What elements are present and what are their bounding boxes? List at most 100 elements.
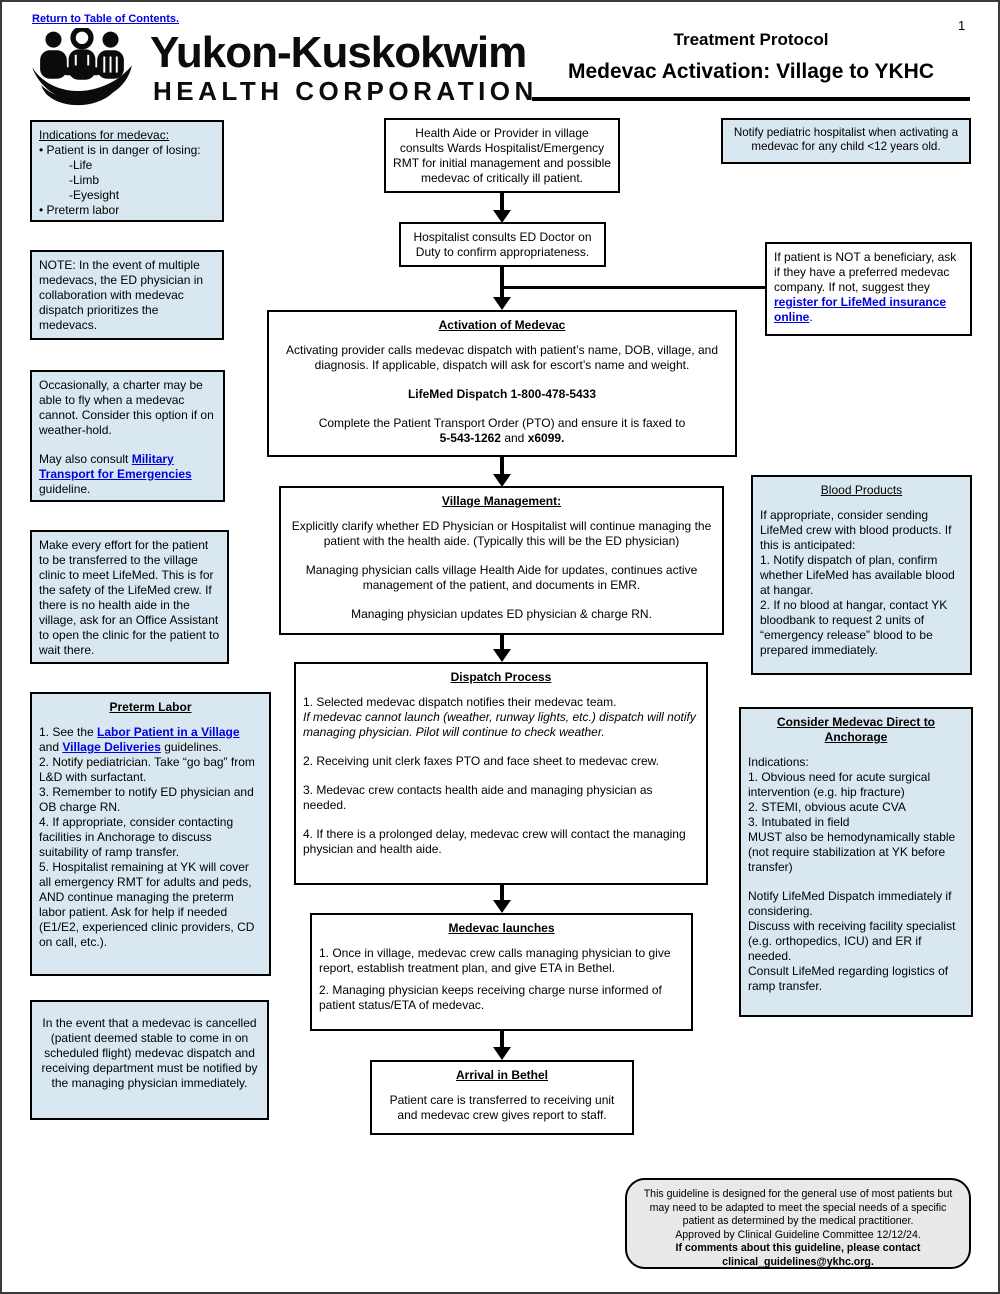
cancelled-text: In the event that a medevac is cancelled… bbox=[41, 1016, 258, 1090]
village-management-p1: Explicitly clarify whether ED Physician … bbox=[291, 519, 712, 548]
pediatric-text: Notify pediatric hospitalist when activa… bbox=[733, 126, 959, 154]
village-management-p3: Managing physician updates ED physician … bbox=[351, 607, 652, 621]
preterm-item-1-post: guidelines. bbox=[160, 740, 222, 754]
flow-branch-to-beneficiary bbox=[502, 286, 765, 289]
preterm-labor-title: Preterm Labor bbox=[109, 700, 192, 714]
guideline-disclaimer-box: This guideline is designed for the gener… bbox=[625, 1178, 971, 1269]
arrival-text: Patient care is transferred to receiving… bbox=[389, 1093, 615, 1122]
indication-line: • Preterm labor bbox=[39, 203, 120, 217]
charter-text: Occasionally, a charter may be able to f… bbox=[39, 378, 214, 437]
flow-node-dispatch-process: Dispatch Process 1. Selected medevac dis… bbox=[294, 662, 708, 885]
dispatch-item-2: 2. Receiving unit clerk faxes PTO and fa… bbox=[303, 754, 659, 768]
dispatch-item-4: 4. If there is a prolonged delay, medeva… bbox=[303, 827, 686, 856]
medevac-launches-title: Medevac launches bbox=[448, 921, 555, 935]
flow-node-arrival-bethel: Arrival in Bethel Patient care is transf… bbox=[370, 1060, 634, 1135]
org-name: Yukon-Kuskokwim bbox=[150, 28, 527, 77]
charter-consult-post: guideline. bbox=[39, 482, 91, 496]
fax-extension: x6099. bbox=[527, 431, 565, 445]
org-subname: HEALTH CORPORATION bbox=[153, 76, 538, 106]
multiple-medevacs-note-box: NOTE: In the event of multiple medevacs,… bbox=[30, 250, 224, 340]
note-text: NOTE: In the event of multiple medevacs,… bbox=[39, 258, 204, 332]
indication-line: -Eyesight bbox=[69, 188, 120, 202]
blood-products-title: Blood Products bbox=[820, 483, 903, 497]
flow-arrow-5-line bbox=[500, 885, 504, 901]
flow-node-village-management: Village Management: Explicitly clarify w… bbox=[279, 486, 724, 635]
village-management-title: Village Management: bbox=[441, 494, 562, 508]
contact-text: If comments about this guideline, please… bbox=[675, 1242, 921, 1268]
activation-p1: Activating provider calls medevac dispat… bbox=[286, 343, 718, 372]
anchorage-discuss: Discuss with receiving facility speciali… bbox=[748, 919, 956, 963]
transfer-text: Make every effort for the patient to be … bbox=[39, 538, 220, 657]
flow-arrow-2-line bbox=[500, 267, 504, 298]
launches-item-2: 2. Managing physician keeps receiving ch… bbox=[319, 983, 662, 1012]
blood-p3: 2. If no blood at hangar, contact YK blo… bbox=[760, 598, 948, 657]
flow-arrow-3-head bbox=[493, 474, 511, 487]
arrival-bethel-title: Arrival in Bethel bbox=[455, 1068, 549, 1082]
ykhc-logo-icon bbox=[28, 26, 136, 110]
flow-arrow-4-head bbox=[493, 649, 511, 662]
anchorage-ind-3: 3. Intubated in field bbox=[748, 815, 850, 829]
return-to-toc-link[interactable]: Return to Table of Contents. bbox=[32, 13, 180, 25]
anchorage-indications-label: Indications: bbox=[748, 755, 809, 769]
activation-p3: Complete the Patient Transport Order (PT… bbox=[276, 416, 728, 446]
anchorage-must-note: MUST also be hemodynamically stable (not… bbox=[748, 830, 956, 874]
dispatch-process-title: Dispatch Process bbox=[450, 670, 552, 684]
protocol-label: Treatment Protocol bbox=[673, 30, 829, 49]
pediatric-hospitalist-box: Notify pediatric hospitalist when activa… bbox=[721, 118, 971, 164]
flow-arrow-5-head bbox=[493, 900, 511, 913]
medevac-direct-anchorage-box: Consider Medevac Direct to Anchorage Ind… bbox=[739, 707, 973, 1017]
flow-arrow-6-head bbox=[493, 1047, 511, 1060]
preterm-item-4: 4. If appropriate, consider contacting f… bbox=[39, 815, 234, 859]
charter-consult-text: May also consult Military Transport for … bbox=[39, 452, 216, 497]
preterm-item-1-mid: and bbox=[39, 740, 63, 754]
hospitalist-consult-text: Hospitalist consults ED Doctor on Duty t… bbox=[413, 230, 592, 259]
dispatch-item-1-note: If medevac cannot launch (weather, runwa… bbox=[303, 710, 696, 739]
activation-p3-mid: and bbox=[500, 431, 528, 445]
approval-text: Approved by Clinical Guideline Committee… bbox=[675, 1228, 921, 1241]
indication-line: • Patient is in danger of losing: bbox=[39, 143, 201, 157]
anchorage-title: Consider Medevac Direct to Anchorage bbox=[776, 715, 936, 744]
military-transport-link[interactable]: Military Transport for Emergencies bbox=[39, 452, 192, 481]
beneficiary-text-pre: If patient is NOT a beneficiary, ask if … bbox=[774, 250, 957, 294]
village-deliveries-link[interactable]: Village Deliveries bbox=[62, 740, 161, 754]
launches-item-1: 1. Once in village, medevac crew calls m… bbox=[319, 946, 671, 975]
dispatch-item-3: 3. Medevac crew contacts health aide and… bbox=[303, 783, 653, 812]
labor-patient-village-link[interactable]: Labor Patient in a Village bbox=[97, 725, 240, 739]
indication-line: -Life bbox=[69, 158, 93, 172]
blood-p2: 1. Notify dispatch of plan, confirm whet… bbox=[760, 553, 955, 597]
preterm-item-3: 3. Remember to notify ED physician and O… bbox=[39, 785, 254, 814]
beneficiary-text-post: . bbox=[809, 310, 813, 324]
activation-p3-pre: Complete the Patient Transport Order (PT… bbox=[318, 416, 686, 430]
village-management-p2: Managing physician calls village Health … bbox=[305, 563, 698, 592]
anchorage-notify: Notify LifeMed Dispatch immediately if c… bbox=[748, 889, 952, 918]
preterm-labor-box: Preterm Labor 1. See the Labor Patient i… bbox=[30, 692, 271, 976]
flow-node-medevac-launches: Medevac launches 1. Once in village, med… bbox=[310, 913, 693, 1031]
disclaimer-text: This guideline is designed for the gener… bbox=[643, 1188, 953, 1228]
flow-arrow-6-line bbox=[500, 1031, 504, 1048]
header-title-block: Treatment Protocol Medevac Activation: V… bbox=[532, 30, 970, 84]
lifemed-insurance-link[interactable]: register for LifeMed insurance online bbox=[774, 295, 947, 324]
charter-consult-pre: May also consult bbox=[39, 452, 132, 466]
fax-number: 5-543-1262 bbox=[439, 431, 501, 445]
blood-p1: If appropriate, consider sending LifeMed… bbox=[760, 508, 952, 552]
flow-node-activation: Activation of Medevac Activating provide… bbox=[267, 310, 737, 457]
preterm-item-1-pre: 1. See the bbox=[39, 725, 98, 739]
flow-arrow-3-line bbox=[500, 457, 504, 476]
flow-arrow-1-line bbox=[500, 193, 504, 211]
lifemed-dispatch-phone: LifeMed Dispatch 1-800-478-5433 bbox=[407, 387, 597, 401]
dispatch-item-1: 1. Selected medevac dispatch notifies th… bbox=[303, 695, 617, 709]
anchorage-ind-1: 1. Obvious need for acute surgical inter… bbox=[748, 770, 931, 799]
preterm-item-2: 2. Notify pediatrician. Take “go bag” fr… bbox=[39, 755, 255, 784]
page-number: 1 bbox=[958, 18, 966, 33]
anchorage-consult: Consult LifeMed regarding logistics of r… bbox=[748, 964, 949, 993]
blood-products-box: Blood Products If appropriate, consider … bbox=[751, 475, 972, 675]
indications-title: Indications for medevac: bbox=[39, 128, 170, 142]
indications-box: Indications for medevac: • Patient is in… bbox=[30, 120, 224, 222]
preterm-item-5: 5. Hospitalist remaining at YK will cove… bbox=[39, 860, 255, 949]
village-clinic-transfer-box: Make every effort for the patient to be … bbox=[30, 530, 229, 664]
medevac-cancelled-box: In the event that a medevac is cancelled… bbox=[30, 1000, 269, 1120]
preterm-item-1: 1. See the Labor Patient in a Village an… bbox=[39, 725, 262, 755]
health-aide-text: Health Aide or Provider in village consu… bbox=[393, 126, 611, 185]
flow-arrow-1-head bbox=[493, 210, 511, 223]
page-title: Medevac Activation: Village to YKHC bbox=[567, 60, 935, 83]
